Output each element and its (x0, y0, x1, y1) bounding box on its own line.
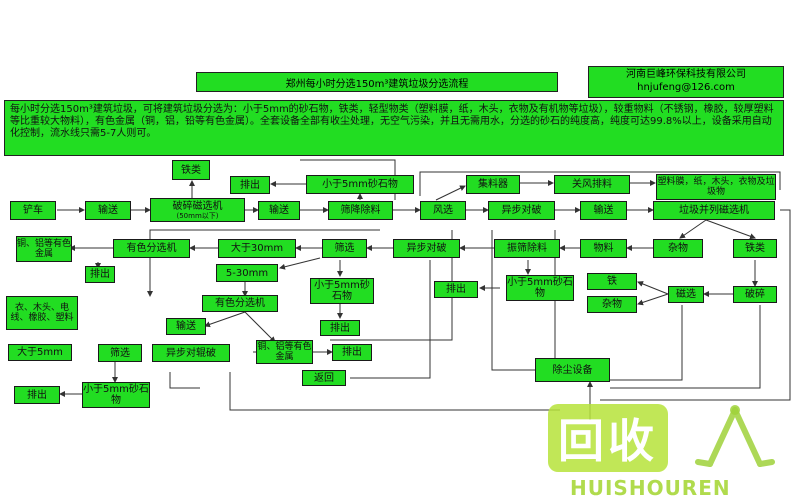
node-hopper: 集料器 (466, 175, 520, 194)
node-convey-1: 输送 (85, 201, 131, 220)
node-return: 返回 (302, 370, 346, 386)
node-crush-right: 破碎 (733, 286, 777, 303)
node-screen-magnet: 筛降除料 (328, 201, 393, 220)
node-convey-2: 输送 (258, 201, 300, 220)
node-magnetic-sort: 磁选 (668, 286, 704, 303)
node-vibrating-screen: 振筛除料 (494, 239, 560, 258)
node-impurity-r2: 杂物 (587, 296, 637, 313)
node-discharge-low: 排出 (14, 386, 60, 404)
node-fan-discharge: 关风排料 (554, 175, 630, 194)
node-dust-removal: 除尘设备 (535, 358, 610, 382)
node-screen-low: 筛选 (98, 344, 142, 362)
node-garbage-magnet: 垃圾并列磁选机 (653, 201, 775, 220)
node-discharge-top: 排出 (230, 176, 270, 194)
node-loader: 铲车 (10, 201, 56, 220)
node-material: 物料 (580, 239, 627, 258)
node-wind-sort: 风选 (420, 201, 466, 220)
node-iron-right: 铁类 (733, 239, 777, 258)
node-iron-r2: 铁 (587, 273, 637, 290)
node-impurity: 杂物 (653, 239, 703, 258)
diagram-title: 郑州每小时分选150m³建筑垃圾分选流程 (196, 72, 558, 92)
company-email: hnjufeng@126.com (637, 82, 735, 93)
node-sand-right: 小于5mm砂石物 (506, 275, 574, 301)
company-box: 河南巨峰环保科技有限公司 hnjufeng@126.com (588, 66, 784, 98)
node-sand-low: 小于5mm砂石物 (82, 382, 150, 408)
node-convey-3: 输送 (580, 201, 627, 220)
watermark-mark: 回收 (548, 404, 668, 472)
node-sand-top: 小于5mm砂石物 (306, 175, 414, 194)
recycle-figure-icon (695, 405, 775, 467)
node-crush-magnet-label: 破碎磁选机 (172, 200, 223, 212)
node-crush-magnet-note: (50mm以下) (176, 211, 219, 220)
node-crush-magnet: 破碎磁选机 (50mm以下) (150, 198, 245, 222)
node-light-materials: 塑料膜，纸，木头，衣物及垃圾物 (656, 174, 776, 200)
process-description: 每小时分选150m³建筑垃圾，可将建筑垃圾分选为：小于5mm的砂石物，铁类，轻型… (4, 100, 784, 156)
node-nonferrous-sorter: 有色分选机 (113, 239, 190, 258)
node-gt5: 大于5mm (8, 344, 72, 361)
node-discharge-left-1: 排出 (85, 266, 115, 283)
node-5-30mm: 5-30mm (216, 264, 278, 282)
node-discharge-mid: 排出 (434, 281, 478, 298)
node-iron-top: 铁类 (172, 160, 210, 180)
node-crush-low: 异步对辊破 (152, 344, 230, 362)
node-cu-al-mid: 铜、铝等有色金属 (256, 340, 313, 364)
company-name: 河南巨峰环保科技有限公司 (626, 69, 746, 80)
node-light-left: 衣、木头、电线、橡胶、塑料 (6, 296, 78, 330)
node-screen-mid: 筛选 (322, 239, 367, 258)
watermark-logo: 回收 HUISHOUREN (540, 398, 800, 500)
node-discharge-m2: 排出 (320, 320, 360, 336)
node-gt30: 大于30mm (218, 239, 296, 258)
node-crush-mid: 异步对破 (393, 239, 460, 258)
watermark-text: HUISHOUREN (570, 476, 731, 500)
node-discharge-m3: 排出 (332, 344, 372, 361)
node-nonferrous-sorter-2: 有色分选机 (202, 295, 278, 312)
node-convey-4: 输送 (166, 318, 206, 335)
node-sand-mid: 小于5mm砂石物 (310, 278, 374, 304)
node-cu-al-left: 铜、铝等有色金属 (16, 236, 72, 262)
node-crush-2: 异步对破 (488, 201, 555, 220)
